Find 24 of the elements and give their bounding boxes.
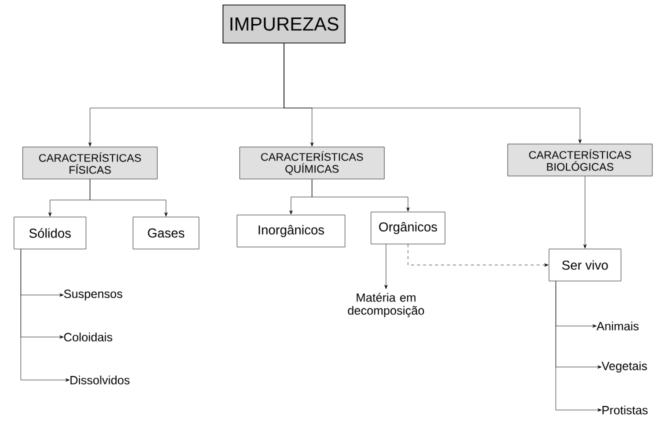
category-box: CARACTERÍSTICAS BIOLÓGICAS xyxy=(507,144,653,176)
arrow xyxy=(384,244,388,289)
class-label: Matéria em decomposição xyxy=(348,292,424,318)
arrow xyxy=(284,43,582,144)
arrow xyxy=(20,249,70,382)
title-box: IMPUREZAS xyxy=(222,4,346,44)
class-label: Vegetais xyxy=(602,361,647,373)
category-box: CARACTERÍSTICAS FÍSICAS xyxy=(22,146,158,180)
arrow xyxy=(90,179,168,216)
class-label: Suspensos xyxy=(64,290,122,300)
class-label: Animais xyxy=(596,322,639,330)
class-box: Ser vivo xyxy=(548,248,622,282)
arrow xyxy=(556,281,602,412)
class-label: Protistas xyxy=(602,406,648,414)
arrow xyxy=(583,176,587,248)
class-box: Sólidos xyxy=(14,216,86,250)
class-box: Orgânicos xyxy=(370,212,446,244)
class-box: Gases xyxy=(132,216,200,250)
class-label: Coloidais xyxy=(64,332,112,342)
arrow xyxy=(408,244,548,267)
class-box: Inorgânicos xyxy=(236,214,346,248)
class-label: Dissolvidos xyxy=(70,376,130,384)
category-box: CARACTERÍSTICAS QUÍMICAS xyxy=(239,146,385,180)
arrow xyxy=(312,179,410,212)
